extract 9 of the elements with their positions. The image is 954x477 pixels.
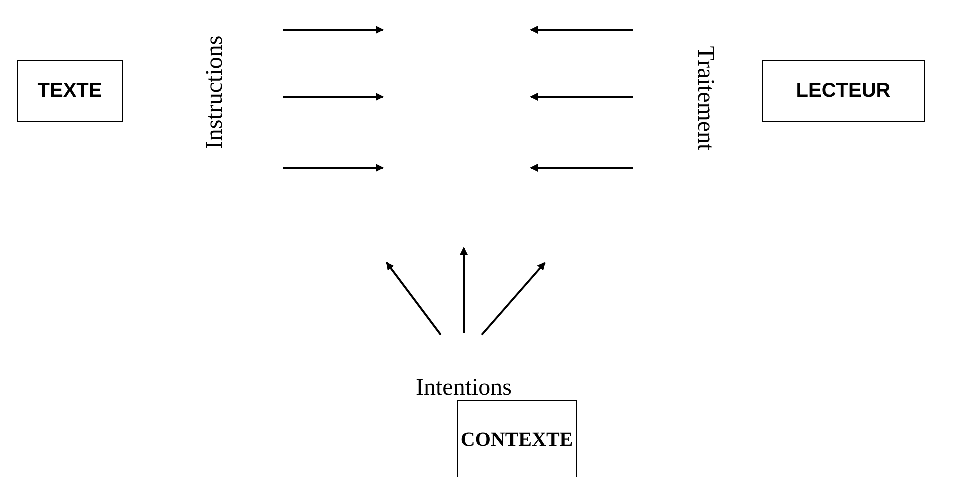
node-label: LECTEUR xyxy=(796,80,891,102)
text-box xyxy=(457,400,577,477)
text-box xyxy=(17,60,123,122)
text-label: Instructions xyxy=(202,35,229,149)
text-label: Intentions xyxy=(416,374,512,402)
node-label: TEXTE xyxy=(38,80,102,102)
text-box xyxy=(762,60,925,122)
text-label: Traitement xyxy=(692,46,719,150)
node-label: CONTEXTE xyxy=(460,429,574,452)
